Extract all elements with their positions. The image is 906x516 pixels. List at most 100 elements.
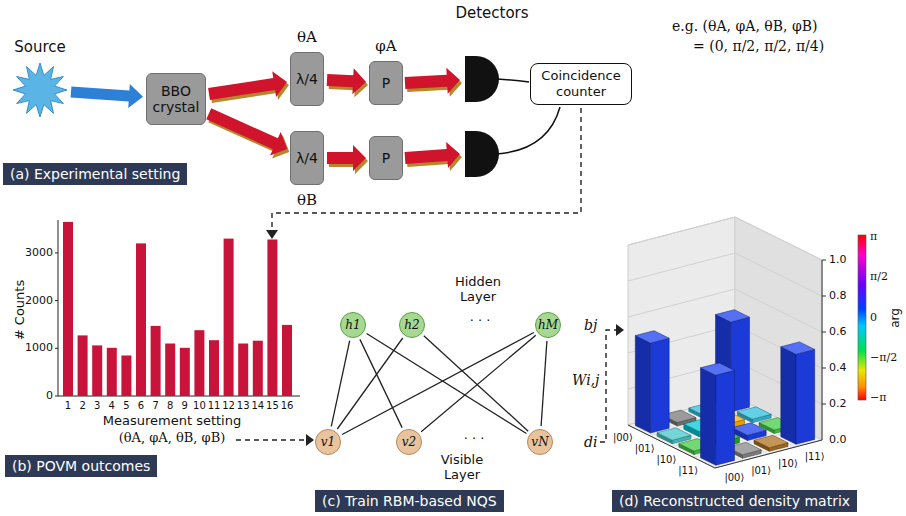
connector <box>342 333 534 435</box>
beam-arrow <box>208 71 287 100</box>
bar <box>282 325 292 396</box>
beam-arrow <box>327 145 366 171</box>
bar <box>267 240 277 397</box>
label: arg <box>889 308 903 328</box>
tick <box>822 332 826 333</box>
tick <box>822 368 826 369</box>
grid-line <box>628 217 822 260</box>
label: 12 <box>222 400 235 412</box>
connector <box>331 341 349 427</box>
bar <box>78 335 88 396</box>
node-text: P <box>382 150 390 166</box>
connector <box>541 341 547 426</box>
connector <box>327 145 368 174</box>
node-text: Coincidence counter <box>535 68 627 99</box>
node-heading: φA <box>375 37 396 55</box>
connector <box>337 338 402 429</box>
label: 0.0 <box>829 434 847 447</box>
bar-face <box>651 338 670 433</box>
node-text: λ/4 <box>296 150 318 166</box>
bar-chart <box>55 222 292 396</box>
connector <box>327 68 368 97</box>
bar-face <box>716 370 735 465</box>
light-source: Source <box>12 62 68 118</box>
label: 0 <box>870 311 877 324</box>
beam-arrow <box>405 68 462 97</box>
tick <box>822 260 826 261</box>
weight-line <box>342 333 534 435</box>
label: |01⟩ <box>751 465 771 477</box>
matrix-bars <box>635 310 814 466</box>
label: 3000 <box>25 247 53 260</box>
label: · · · <box>470 314 491 329</box>
detector <box>465 56 499 102</box>
bar-face <box>732 423 766 435</box>
polarizer-box: P <box>369 136 403 180</box>
beam-arrow <box>405 142 462 171</box>
axis <box>58 220 59 396</box>
counter-box: Coincidence counter <box>530 63 632 105</box>
label: 5 <box>123 400 129 412</box>
node-text: (b) POVM outcomes <box>12 458 150 474</box>
node-text: (c) Train RBM-based NQS <box>322 493 497 509</box>
bar <box>165 344 175 397</box>
label: 9 <box>182 400 188 412</box>
label: 15 <box>266 400 279 412</box>
weight-line <box>421 335 536 431</box>
node-text: v2 <box>402 435 416 449</box>
bar-face <box>635 331 669 343</box>
label: π <box>870 231 877 244</box>
node-text: hM <box>538 318 558 332</box>
waveplate-box: θAλ/4 <box>290 52 324 106</box>
label: 1 <box>65 400 71 412</box>
connector <box>208 71 289 103</box>
label: Detectors <box>455 5 528 22</box>
label: 2 <box>79 400 85 412</box>
bar-face <box>701 368 716 466</box>
label: # Counts <box>13 280 28 340</box>
bar <box>238 344 248 397</box>
bar <box>121 356 131 397</box>
tick <box>55 396 58 397</box>
node-text: h1 <box>345 318 360 332</box>
bar <box>63 222 73 396</box>
label: |01⟩ <box>635 443 655 455</box>
star-icon <box>12 62 68 118</box>
label: 7 <box>152 400 158 412</box>
label: 3 <box>94 400 100 412</box>
tick <box>822 404 826 405</box>
node-text: (a) Experimental setting <box>10 166 180 182</box>
node-text: λ/4 <box>296 71 318 87</box>
label: 10 <box>193 400 206 412</box>
hidden-unit: hM <box>535 312 561 338</box>
bar <box>180 348 190 396</box>
node-heading: θA <box>297 28 317 46</box>
bar <box>107 348 117 396</box>
bar-face <box>701 363 735 375</box>
arrowhead <box>616 324 624 336</box>
polarizer-box: φAP <box>369 61 403 105</box>
node-text: v1 <box>321 435 335 449</box>
beam-arrow <box>206 108 287 155</box>
bar <box>92 345 102 396</box>
label: 6 <box>138 400 144 412</box>
label: 1.0 <box>829 254 847 267</box>
bar-face <box>781 342 815 354</box>
tick <box>55 300 58 301</box>
wire <box>497 107 560 154</box>
label: Measurement setting <box>103 414 241 429</box>
label: 0 <box>46 390 53 403</box>
node-heading: θB <box>297 191 317 209</box>
bar-face <box>754 435 788 447</box>
label: −π <box>870 392 886 405</box>
tick <box>822 296 826 297</box>
detector <box>465 131 499 177</box>
label: −π/2 <box>870 351 897 364</box>
colorbar <box>858 235 866 400</box>
label: 8 <box>167 400 173 412</box>
axis <box>822 260 823 440</box>
label: Hidden Layer <box>447 275 509 305</box>
label: |00⟩ <box>613 433 633 445</box>
label: |00⟩ <box>724 472 744 484</box>
visible-unit: v1 <box>315 429 341 455</box>
